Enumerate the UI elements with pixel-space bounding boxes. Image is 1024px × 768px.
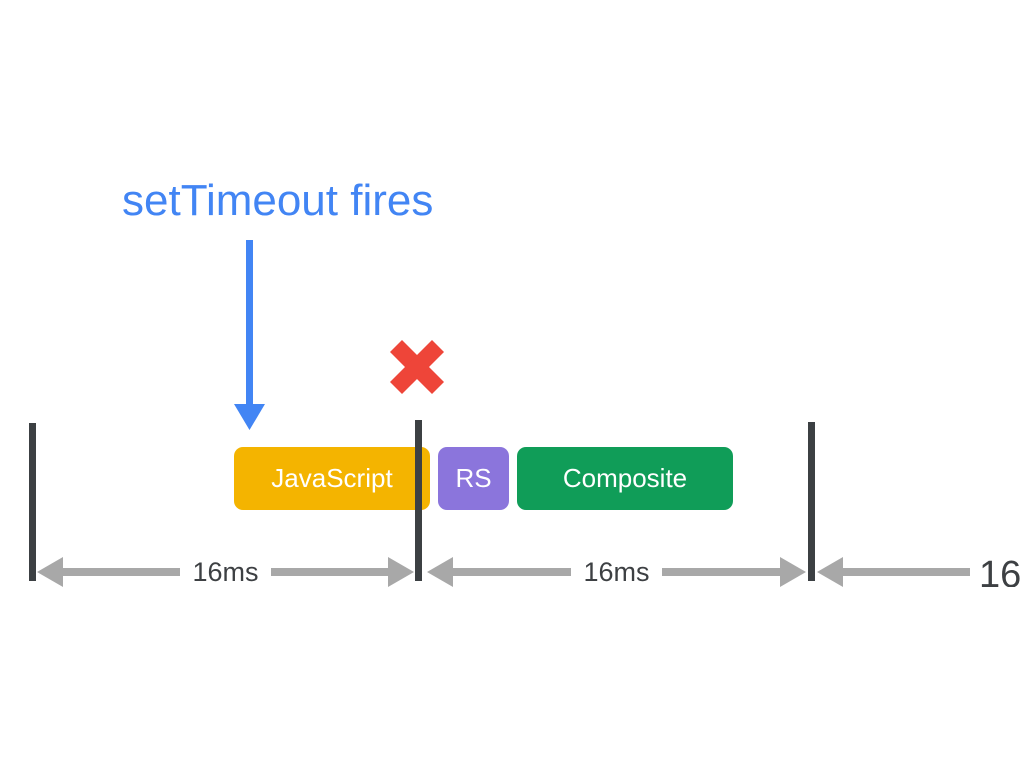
measure-line — [661, 568, 780, 576]
task-block-javascript-label: JavaScript — [271, 463, 393, 493]
frame-duration-label-text: 16 — [979, 556, 1022, 587]
measure-line — [270, 568, 388, 576]
settimeout-fires-label: setTimeout fires — [122, 176, 434, 225]
frame-boundary-tick-3 — [808, 422, 815, 581]
measure-line — [63, 568, 181, 576]
measure-line — [453, 568, 572, 576]
frame-duration-label: 16ms — [192, 556, 259, 587]
dropped-frame-x-icon — [389, 339, 445, 395]
task-block-rs: RS — [438, 447, 509, 510]
arrowhead-left-icon — [37, 557, 63, 587]
frame-duration-measure-1: 16ms — [37, 556, 414, 588]
task-block-rs-label: RS — [455, 463, 492, 493]
frame-duration-label-clipped: 16 — [979, 556, 1024, 587]
frame-duration-measure-3 — [817, 556, 970, 588]
measure-line — [843, 568, 970, 576]
arrow-down-icon — [234, 240, 265, 430]
frame-duration-label: 16ms — [583, 556, 650, 587]
task-block-composite-label: Composite — [562, 463, 688, 493]
frame-boundary-tick-2 — [415, 420, 422, 581]
arrowhead-left-icon — [817, 557, 843, 587]
arrowhead-left-icon — [427, 557, 453, 587]
arrowhead-right-icon — [388, 557, 414, 587]
task-block-composite: Composite — [517, 447, 733, 510]
arrowhead-right-icon — [780, 557, 806, 587]
frame-boundary-tick-1 — [29, 423, 36, 581]
frame-duration-measure-2: 16ms — [427, 556, 806, 588]
task-block-javascript: JavaScript — [234, 447, 430, 510]
